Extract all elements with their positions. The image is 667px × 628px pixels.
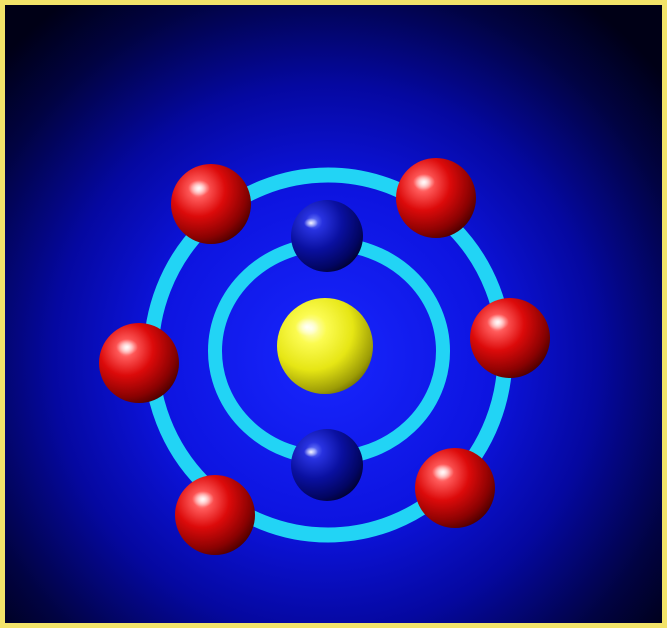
outer-electron [415,448,495,528]
inner-electron [291,200,363,272]
outer-electron [396,158,476,238]
outer-electron [171,164,251,244]
outer-electron [175,475,255,555]
nucleus [277,298,373,394]
outer-electron [99,323,179,403]
inner-electron [291,429,363,501]
atom-diagram [5,5,662,623]
atom-svg [5,5,662,623]
outer-electron [470,298,550,378]
